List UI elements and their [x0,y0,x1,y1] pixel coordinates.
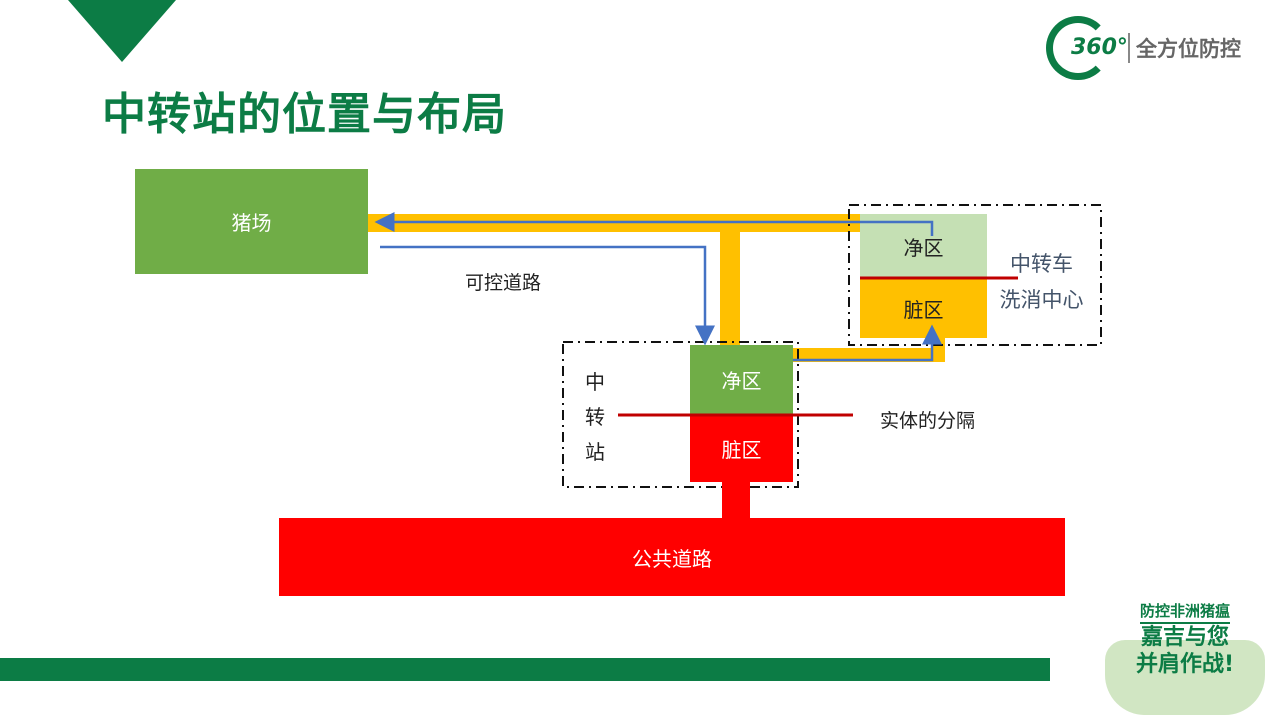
footer-bar [0,658,1050,681]
public-road-box: 公共道路 [279,518,1065,596]
logo-number: 360° [1071,35,1128,60]
wash-dirty-zone: 脏区 [860,278,987,338]
station-char: 转 [585,405,605,429]
pig-farm-label: 猪场 [231,211,272,235]
logo-text: 全方位防控 [1136,37,1241,61]
station-boundary [562,341,799,488]
station-dirty-zone: 脏区 [690,414,793,482]
separation-label: 实体的分隔 [880,410,976,432]
wash-clean-zone: 净区 [860,214,987,278]
logo-ring-icon: 360° [1046,16,1128,80]
wash-center-line1: 中转车 [1010,252,1073,276]
station-char: 中 [585,370,605,394]
road-to-wash-center [793,338,945,362]
controlled-road-label: 可控道路 [465,272,542,294]
campaign-badge: 防控非洲猪瘟 嘉吉与您 并肩作战! [1105,600,1265,715]
corner-triangle [68,0,176,62]
logo: 360° 全方位防控 [1046,16,1241,80]
station-char: 站 [585,440,605,464]
wash-center-boundary [848,204,1102,346]
badge-line1: 防控非洲猪瘟 [1139,600,1230,624]
station-label: 中 转 站 [583,365,607,470]
station-road-connector [722,480,750,520]
station-clean-label: 净区 [721,369,762,393]
badge-line3: 并肩作战! [1135,652,1235,677]
pig-farm-box: 猪场 [135,169,368,274]
badge-line2: 嘉吉与您 [1140,625,1229,650]
controlled-road-vertical [720,228,740,346]
wash-clean-label: 净区 [903,235,944,260]
page-title: 中转站的位置与布局 [102,89,507,140]
controlled-road-horizontal [368,214,860,232]
station-clean-zone: 净区 [690,345,793,414]
wash-center-label: 中转车 洗消中心 [994,246,1089,318]
wash-dirty-label: 脏区 [903,297,944,322]
station-dirty-label: 脏区 [721,437,762,462]
wash-center-line2: 洗消中心 [999,288,1084,312]
public-road-label: 公共道路 [632,546,712,571]
fist-bump-icon [1105,640,1265,715]
